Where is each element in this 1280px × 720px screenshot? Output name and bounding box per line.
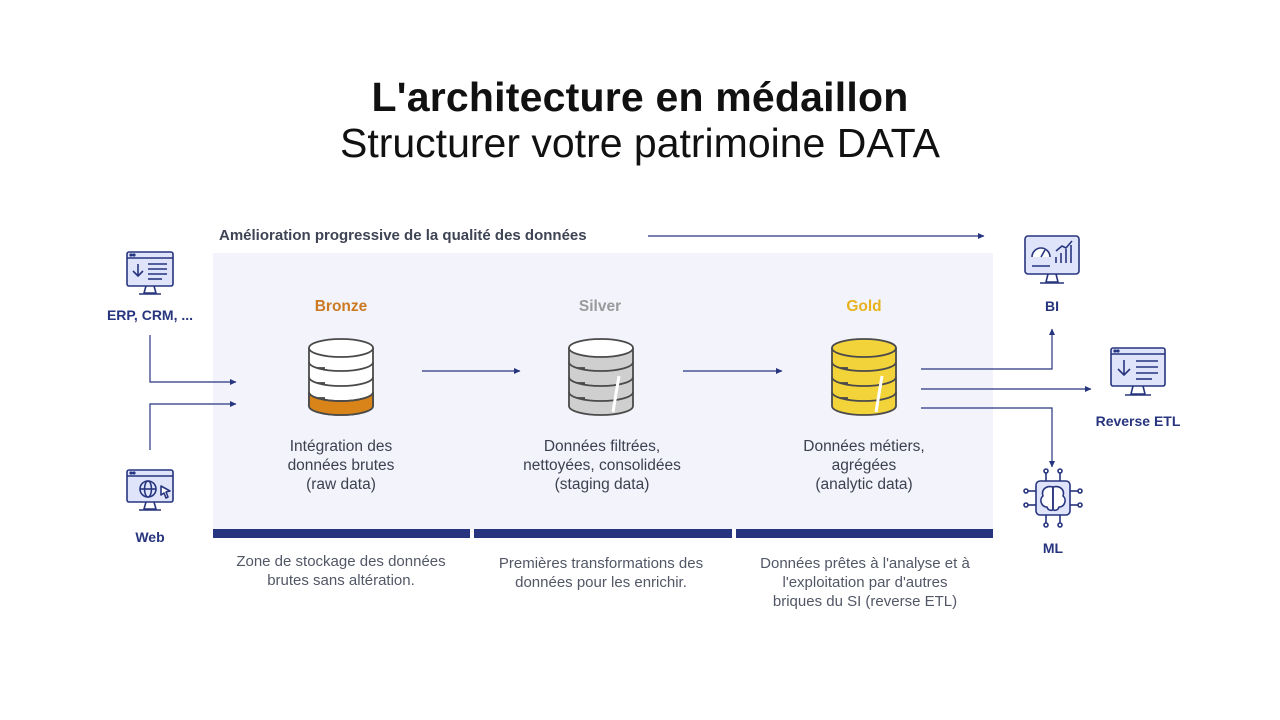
page-title: L'architecture en médaillon	[371, 74, 909, 120]
quality-banner-label: Amélioration progressive de la qualité d…	[219, 227, 587, 244]
page-subtitle: Structurer votre patrimoine DATA	[339, 120, 940, 166]
stage-desc-bronze: Intégration des données brutes (raw data…	[221, 437, 461, 494]
silver-database-icon	[568, 338, 634, 416]
stage-desc-line: données brutes	[287, 457, 395, 474]
stage-name-silver: Silver	[578, 298, 622, 315]
zone-desc-line: Premières transformations des	[498, 555, 704, 572]
zone-desc-line: l'exploitation par d'autres	[782, 574, 948, 591]
zone-desc-line: briques du SI (reverse ETL)	[772, 593, 958, 610]
monitor-globe-icon	[126, 469, 174, 511]
stage-desc-line: Données filtrées,	[543, 438, 661, 455]
brain-chip-icon	[1023, 468, 1083, 528]
stage-desc-line: nettoyées, consolidées	[523, 457, 681, 474]
stage-name-gold: Gold	[846, 298, 882, 315]
stage-desc-line: (analytic data)	[815, 476, 913, 493]
stage-desc-line: (raw data)	[306, 476, 376, 493]
output-label-reverse-etl: Reverse ETL	[1095, 413, 1181, 429]
output-label-bi: BI	[1045, 298, 1059, 314]
stage-desc-gold: Données métiers, agrégées (analytic data…	[744, 437, 984, 494]
gold-database-icon	[831, 338, 897, 416]
stage-desc-line: (staging data)	[554, 476, 650, 493]
stage-desc-line: Intégration des	[289, 438, 393, 455]
zone-desc-bronze: Zone de stockage des données brutes sans…	[211, 552, 471, 590]
bronze-database-icon	[308, 338, 374, 416]
erp-arrow	[149, 335, 237, 385]
monitor-download-icon	[1110, 347, 1166, 396]
zone-desc-line: Données prêtes à l'analyse et à	[760, 555, 970, 572]
web-arrow	[149, 401, 237, 450]
stage-desc-line: agrégées	[831, 457, 897, 474]
gold-zone-bar	[736, 529, 993, 538]
gold-ml-arrow	[921, 407, 1055, 468]
output-label-ml: ML	[1042, 540, 1064, 556]
zone-desc-line: brutes sans altération.	[267, 572, 415, 589]
gold-bi-arrow	[921, 328, 1055, 370]
source-label-erp: ERP, CRM, ...	[106, 307, 194, 323]
silver-zone-bar	[474, 529, 732, 538]
dashboard-monitor-icon	[1024, 235, 1080, 284]
stage-desc-line: Données métiers,	[803, 438, 925, 455]
stage-name-bronze: Bronze	[314, 298, 368, 315]
source-label-web: Web	[135, 529, 165, 545]
bronze-zone-bar	[213, 529, 470, 538]
zone-desc-gold: Données prêtes à l'analyse et à l'exploi…	[735, 554, 995, 611]
zone-desc-line: données pour les enrichir.	[515, 574, 687, 591]
monitor-download-icon	[126, 251, 174, 295]
stage-desc-silver: Données filtrées, nettoyées, consolidées…	[482, 437, 722, 494]
zone-desc-silver: Premières transformations des données po…	[471, 554, 731, 592]
zone-desc-line: Zone de stockage des données	[236, 553, 446, 570]
